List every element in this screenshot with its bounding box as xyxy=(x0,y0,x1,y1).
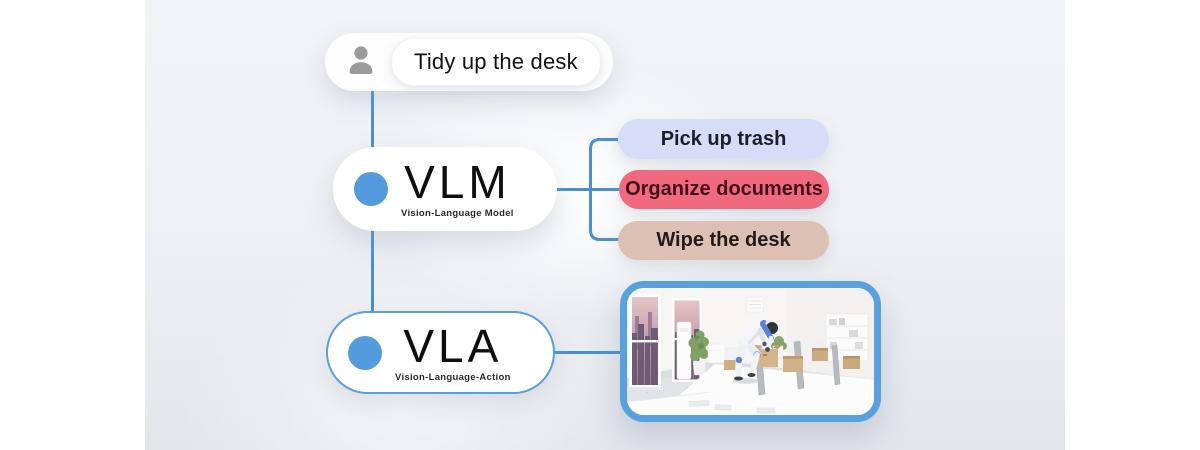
desk-papers xyxy=(688,400,776,414)
task-pill-pick-up-trash: Pick up trash xyxy=(618,119,829,159)
vlm-text: VLM Vision-Language Model xyxy=(401,159,514,219)
storage-shelf xyxy=(825,313,869,362)
robot-image-frame xyxy=(620,281,881,422)
vla-subtitle: Vision-Language-Action xyxy=(395,371,511,383)
task-label: Organize documents xyxy=(625,178,823,200)
side-cabinet xyxy=(707,343,726,364)
office-window-left xyxy=(627,294,663,390)
vla-node-dot xyxy=(348,335,382,370)
task-label: Wipe the desk xyxy=(656,229,791,251)
task-pill-organize-documents: Organize documents xyxy=(619,170,829,209)
robot-figure xyxy=(734,315,778,381)
cardboard-boxes xyxy=(724,345,860,372)
user-prompt-text: Tidy up the desk xyxy=(414,49,578,74)
vlm-subtitle: Vision-Language Model xyxy=(401,208,514,219)
vlm-node-dot xyxy=(354,172,388,206)
user-node: Tidy up the desk xyxy=(325,33,613,91)
vlm-title: VLM xyxy=(404,156,511,208)
user-prompt-pill: Tidy up the desk xyxy=(391,38,601,86)
person-icon xyxy=(349,46,373,74)
vla-title: VLA xyxy=(403,319,503,372)
task-label: Pick up trash xyxy=(660,127,787,150)
water-cooler xyxy=(676,321,692,380)
ac-vent xyxy=(746,296,764,313)
vlm-node: VLM Vision-Language Model xyxy=(333,147,557,231)
vla-text: VLA Vision-Language-Action xyxy=(395,323,511,383)
robot-office-scene xyxy=(627,288,874,415)
vla-node: VLA Vision-Language-Action xyxy=(326,311,555,394)
task-pill-wipe-the-desk: Wipe the desk xyxy=(618,221,829,260)
potted-plant-left xyxy=(688,330,709,376)
